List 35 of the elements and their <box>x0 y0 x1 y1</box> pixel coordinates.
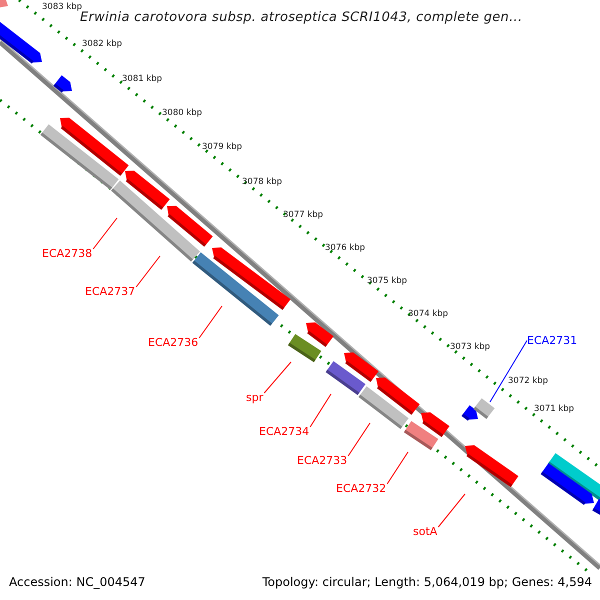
scale-label: 3075 kbp <box>367 277 408 286</box>
accession-note: Accession: NC_004547 <box>9 576 146 588</box>
gene-label: spr <box>246 392 264 403</box>
leader-line <box>198 306 222 338</box>
scale-label: 3080 kbp <box>162 109 202 118</box>
scale-label: 3072 kbp <box>508 377 548 386</box>
gene-label: sotA <box>413 526 438 537</box>
gene-bar <box>473 398 495 419</box>
gene-label: ECA2738 <box>42 248 92 259</box>
scale-label: 3074 kbp <box>408 310 448 318</box>
scale-label: 3082 kbp <box>82 40 122 48</box>
map-title: Erwinia carotovora subsp. atroseptica SCRI1043, complete gen... <box>80 11 522 24</box>
scale-label: 3083 kbp <box>42 3 82 12</box>
gene-label: ECA2731 <box>527 335 578 346</box>
scale-label: 3079 kbp <box>202 143 242 152</box>
gene-label: ECA2737 <box>85 286 136 297</box>
scale-label: 3078 kbp <box>242 178 282 186</box>
scale-label: 3071 kbp <box>534 405 574 414</box>
gene-label: ECA2732 <box>336 483 386 494</box>
leader-line <box>92 218 118 250</box>
leader-line <box>438 494 466 528</box>
leader-line <box>264 362 292 394</box>
scale-label: 3073 kbp <box>450 343 490 352</box>
leader-line <box>386 452 408 484</box>
scale-label: 3081 kbp <box>122 75 162 84</box>
gene-label: ECA2734 <box>259 426 310 437</box>
leader-line <box>310 394 332 428</box>
scale-label: 3076 kbp <box>325 244 366 252</box>
leader-line <box>348 422 370 456</box>
leader-line <box>136 256 160 288</box>
genome-summary-note: Topology: circular; Length: 5,064,019 bp; Genes: 4,594 <box>262 576 592 588</box>
leader-line <box>490 340 528 402</box>
gene-label: ECA2733 <box>297 455 348 466</box>
gene-label: ECA2736 <box>148 337 198 348</box>
scale-label: 3077 kbp <box>283 211 324 220</box>
